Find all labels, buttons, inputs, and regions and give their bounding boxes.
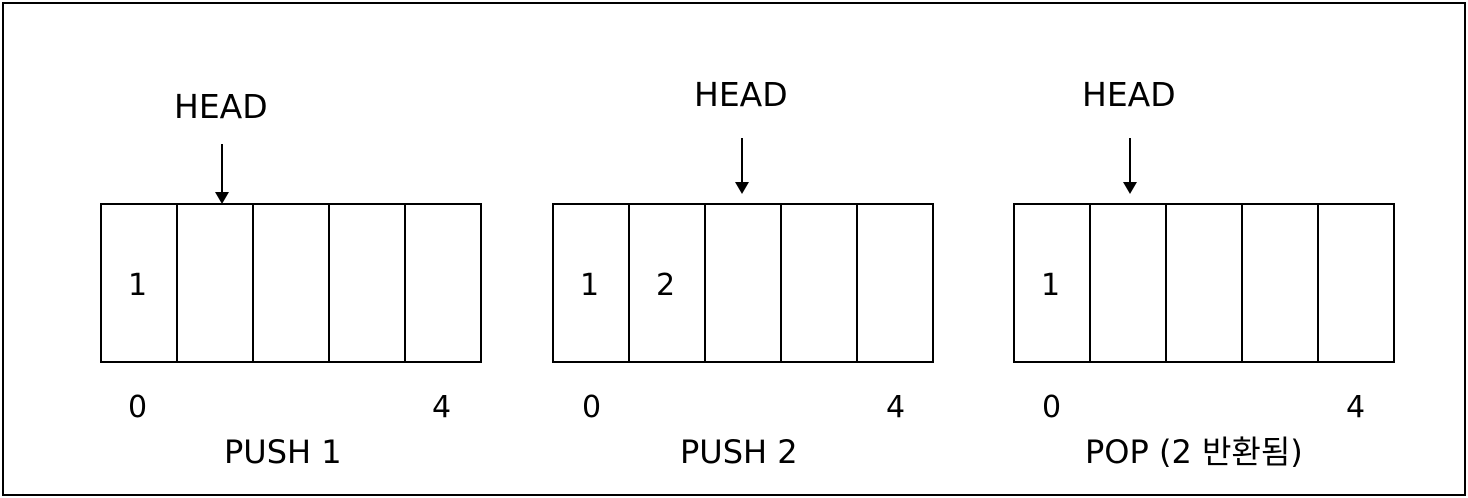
- stack-array: 1: [1013, 203, 1395, 363]
- stack-array: 1 2: [552, 203, 934, 363]
- index-end-label: 4: [432, 390, 452, 425]
- stack-panel-push-1: HEAD 1 0 4 PUSH 1: [100, 4, 482, 494]
- cell-value: 2: [656, 268, 676, 303]
- stack-cell: [1319, 205, 1395, 361]
- panel-caption: POP (2 반환됨): [1085, 433, 1303, 471]
- stack-cell: [1091, 205, 1167, 361]
- stack-cell: [782, 205, 858, 361]
- index-end-label: 4: [886, 390, 906, 425]
- stack-cell: [254, 205, 330, 361]
- index-start-label: 0: [582, 390, 602, 425]
- cell-value: 1: [128, 268, 148, 303]
- cell-value: 1: [580, 268, 600, 303]
- panel-caption: PUSH 2: [680, 433, 798, 471]
- stack-cell: 1: [554, 205, 630, 361]
- head-label: HEAD: [1082, 75, 1176, 114]
- stack-cell: 1: [1015, 205, 1091, 361]
- stack-cell: [330, 205, 406, 361]
- index-start-label: 0: [128, 390, 148, 425]
- stack-panel-pop: HEAD 1 0 4 POP (2 반환됨): [1013, 4, 1395, 494]
- stack-cell: [1167, 205, 1243, 361]
- index-start-label: 0: [1042, 390, 1062, 425]
- stack-cell: [858, 205, 934, 361]
- stack-cell: 2: [630, 205, 706, 361]
- panel-caption: PUSH 1: [224, 433, 342, 471]
- stack-cell: [1243, 205, 1319, 361]
- cell-value: 1: [1041, 268, 1061, 303]
- index-end-label: 4: [1346, 390, 1366, 425]
- stack-panel-push-2: HEAD 1 2 0 4 PUSH 2: [552, 4, 934, 494]
- head-label: HEAD: [694, 75, 788, 114]
- stack-cell: 1: [102, 205, 178, 361]
- stack-cell: [178, 205, 254, 361]
- stack-cell: [406, 205, 482, 361]
- stack-array: 1: [100, 203, 482, 363]
- head-label: HEAD: [174, 87, 268, 126]
- stack-cell: [706, 205, 782, 361]
